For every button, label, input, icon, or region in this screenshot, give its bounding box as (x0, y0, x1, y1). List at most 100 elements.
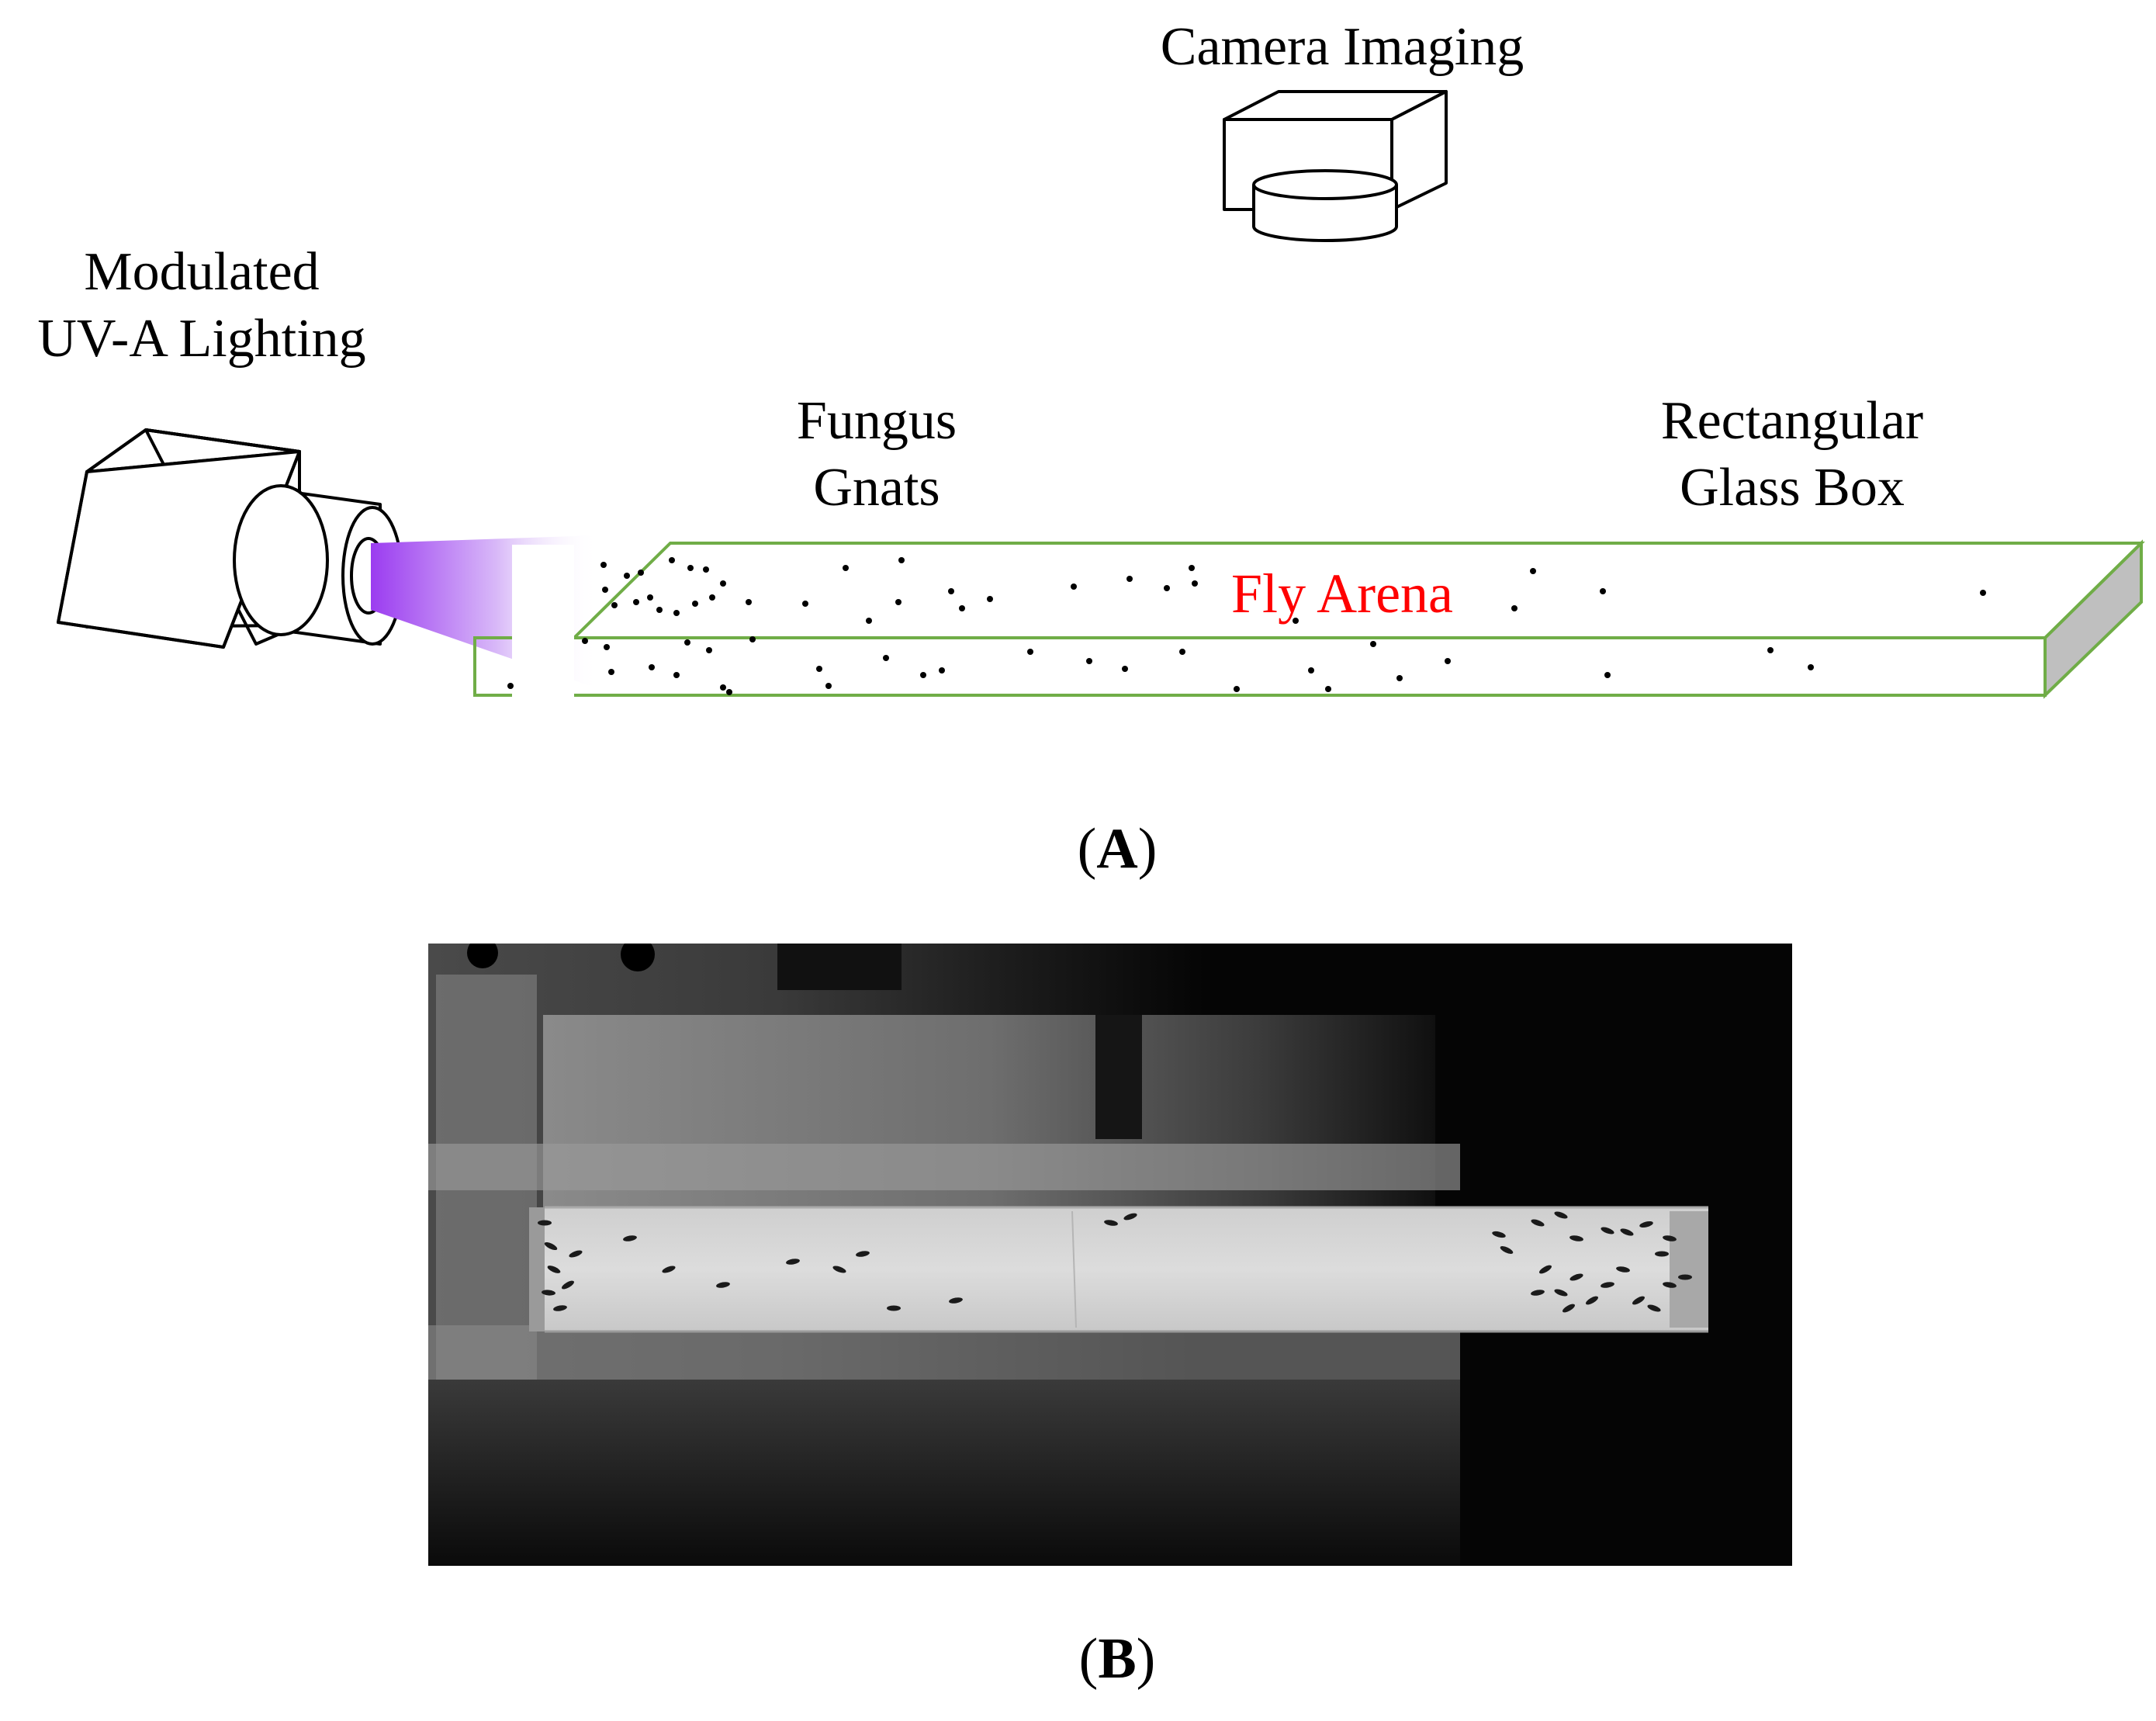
box-label-line2: Glass Box (1680, 458, 1905, 518)
gnat-dot (611, 602, 618, 608)
gnat-dot (1511, 605, 1518, 611)
photo-gnat (1663, 1235, 1677, 1241)
photo-gnat (544, 1241, 558, 1251)
gnat-dot (1086, 658, 1092, 664)
photo-gnat (856, 1251, 870, 1257)
panel-b-label: (B) (1001, 1626, 1234, 1692)
photo-gnat (1620, 1228, 1634, 1236)
gnat-dot (669, 557, 675, 563)
gnat-dot (720, 684, 726, 691)
gnat-dot (749, 636, 756, 642)
gnat-dot (1293, 618, 1299, 624)
gnats-label-line2: Gnats (813, 458, 940, 518)
gnat-dot (582, 638, 588, 644)
photo-gnat (1616, 1266, 1630, 1273)
panel-b-close: ) (1136, 1627, 1156, 1691)
glass-box (473, 539, 2145, 699)
gnat-dots (507, 557, 1986, 695)
photo-gnat (1601, 1227, 1614, 1234)
gnat-dot (898, 557, 905, 563)
gnat-dot (656, 607, 663, 613)
gnats-label-line1: Fungus (796, 391, 957, 451)
light-label-line2: UV-A Lighting (37, 309, 366, 369)
gnat-dot (720, 580, 726, 587)
photo-gnat (542, 1290, 555, 1296)
photo-gnat (1647, 1304, 1661, 1312)
gnat-dot (1980, 590, 1986, 596)
gnat-dot (883, 655, 889, 661)
gnat-dot (939, 667, 945, 674)
panel-a-close: ) (1137, 817, 1158, 881)
gnat-dot (1189, 565, 1195, 571)
gnat-dot (1122, 666, 1128, 672)
gnat-dot (703, 566, 709, 573)
gnat-dot (1808, 664, 1814, 670)
gnat-dot (1325, 686, 1331, 692)
gnat-dot (802, 601, 808, 607)
photo-gnat (832, 1266, 846, 1273)
photo-gnat (1554, 1211, 1568, 1219)
gnat-dot (687, 565, 694, 571)
gnat-dot (638, 570, 644, 576)
gnat-dot (673, 610, 680, 616)
arena-photo (428, 944, 1792, 1566)
photo-gnat (1531, 1290, 1545, 1296)
gnat-dot (647, 594, 653, 601)
photo-gnat (716, 1282, 730, 1288)
gnat-dot (1445, 658, 1451, 664)
photo-gnat (1586, 1296, 1598, 1305)
gnat-dot (1071, 583, 1077, 590)
gnat-dot (816, 666, 822, 672)
gnat-dot (1370, 641, 1376, 647)
photo-gnat (1104, 1220, 1118, 1226)
panel-b-letter: B (1098, 1627, 1137, 1691)
photo-gnat (1639, 1221, 1653, 1228)
photo-gnat (1500, 1246, 1514, 1254)
photo-gnat (623, 1235, 637, 1241)
photo-gnat (553, 1305, 567, 1311)
photo-gnat (887, 1305, 901, 1311)
gnat-dot (920, 672, 926, 678)
panel-b-open: ( (1078, 1627, 1099, 1691)
photo-gnat (1632, 1296, 1645, 1305)
gnat-dot (1126, 576, 1133, 582)
photo-gnat (1569, 1273, 1583, 1281)
gnat-dot (692, 601, 698, 607)
photo-gnat (1655, 1251, 1669, 1257)
light-label: Modulated UV-A Lighting (0, 239, 403, 372)
panel-a-label: (A) (1001, 816, 1234, 882)
gnat-dot (604, 644, 610, 650)
photo-gnat (1539, 1265, 1552, 1274)
gnat-dot (1027, 649, 1033, 655)
gnat-dot (746, 599, 752, 605)
photo-gnat (949, 1297, 963, 1304)
panel-a-letter: A (1096, 817, 1138, 881)
gnat-dot (1192, 580, 1198, 587)
gnat-dot (1600, 588, 1606, 594)
gnat-dot (507, 683, 514, 689)
gnat-dot (726, 689, 732, 695)
photo-gnats (538, 1211, 1692, 1313)
gnat-dot (649, 664, 655, 670)
photo-gnat (1678, 1274, 1692, 1280)
gnat-dot (624, 573, 630, 579)
gnat-dot (959, 605, 965, 611)
light-label-line1: Modulated (84, 242, 320, 302)
gnat-dot (825, 683, 832, 689)
gnat-dot (1396, 675, 1403, 681)
photo-gnat (1601, 1282, 1614, 1288)
photo-gnat (786, 1259, 800, 1265)
photo-gnat (1531, 1219, 1545, 1227)
gnat-dot (866, 618, 872, 624)
photo-gnat (1554, 1289, 1568, 1297)
camera-icon (1223, 90, 1448, 242)
photo-gnat (1569, 1235, 1583, 1241)
gnats-label: Fungus Gnats (760, 388, 993, 521)
uv-lamp-icon (57, 428, 403, 649)
gnat-dot (1164, 585, 1170, 591)
gnat-dot (684, 639, 690, 646)
gnat-dot (673, 672, 680, 678)
photo-gnat (662, 1266, 676, 1273)
photo-gnat (1663, 1282, 1677, 1288)
